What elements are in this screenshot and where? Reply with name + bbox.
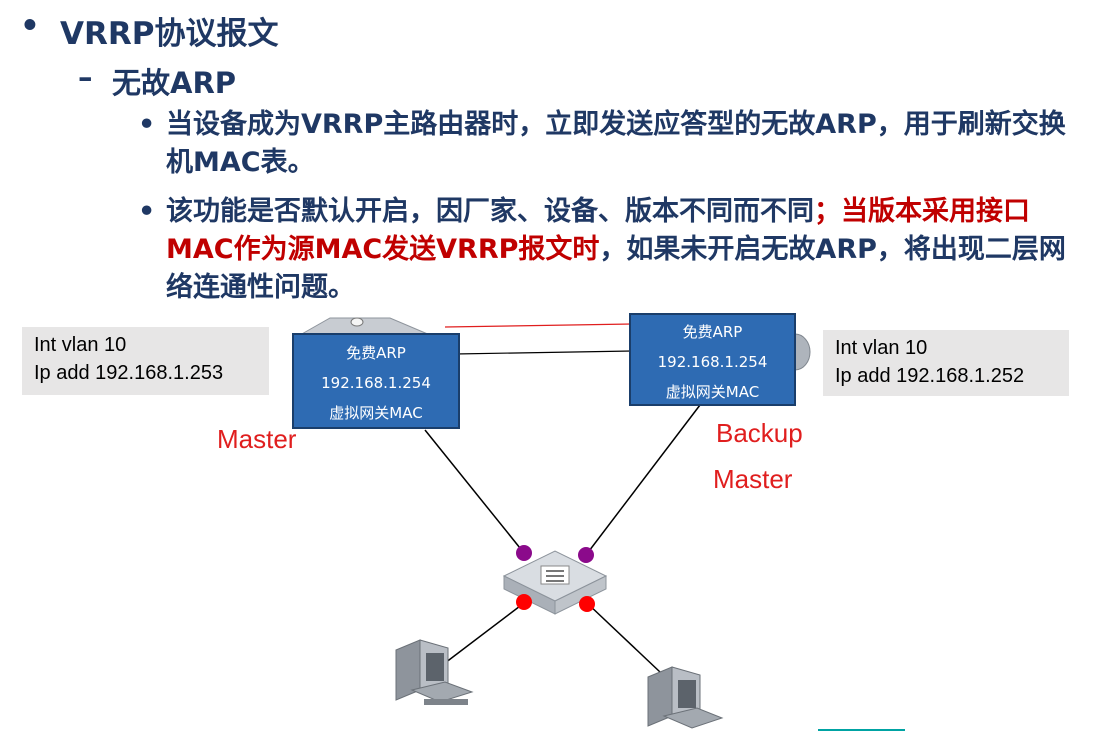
right-router-vip: 192.168.1.254 xyxy=(657,353,768,371)
right-config-line1: Int vlan 10 xyxy=(835,337,928,359)
left-router-vmac: 虚拟网关MAC xyxy=(329,404,423,422)
bullet-marker: • xyxy=(20,8,40,44)
left-router-box: 免费ARP 192.168.1.254 虚拟网关MAC xyxy=(292,333,460,429)
left-role-label: Master xyxy=(217,424,297,454)
port-purple-right xyxy=(578,547,594,563)
bullet-item-2-text: 该功能是否默认开启，因厂家、设备、版本不同而不同；当版本采用接口MAC作为源MA… xyxy=(166,193,1071,307)
left-router-vip: 192.168.1.254 xyxy=(321,374,431,392)
right-router-box: 免费ARP 192.168.1.254 虚拟网关MAC xyxy=(629,313,796,406)
right-pc-icon xyxy=(647,666,724,729)
bullet-item-2-part1: 该功能是否默认开启，因厂家、设备、版本不同而不同 xyxy=(166,196,814,227)
left-config-box: Int vlan 10 Ip add 192.168.1.253 xyxy=(22,327,269,395)
subheading-gratuitous-arp: 无故ARP xyxy=(112,66,237,100)
left-router-icon xyxy=(298,317,431,336)
port-red-left xyxy=(516,594,532,610)
left-router-garp: 免费ARP xyxy=(346,344,406,362)
right-config-box: Int vlan 10 Ip add 192.168.1.252 xyxy=(823,330,1069,396)
right-router-garp: 免费ARP xyxy=(682,323,743,341)
right-role-master-label: Master xyxy=(713,464,793,494)
switch-icon xyxy=(502,550,608,615)
heartbeat-link xyxy=(444,323,633,328)
left-config-line1: Int vlan 10 xyxy=(34,334,127,356)
heading-vrrp-packets: VRRP协议报文 xyxy=(60,16,279,52)
right-config-line2: Ip add 192.168.1.252 xyxy=(835,365,1025,387)
port-purple-left xyxy=(516,545,532,561)
bullet-dash: – xyxy=(78,60,93,94)
right-downlink xyxy=(586,602,661,673)
bullet-item-2-highlight: ；当版本采用接口MAC作为源MAC发送VRRP报文时 xyxy=(166,196,1030,265)
bullet-marker: • xyxy=(138,196,156,227)
bullet-marker: • xyxy=(138,109,156,140)
right-role-backup-label: Backup xyxy=(716,418,803,448)
right-uplink xyxy=(585,404,701,556)
left-config-line2: Ip add 192.168.1.253 xyxy=(34,362,224,384)
bullet-item-1-text: 当设备成为VRRP主路由器时，立即发送应答型的无故ARP，用于刷新交换机MAC表… xyxy=(166,109,1066,178)
left-downlink xyxy=(444,602,525,664)
left-pc-icon xyxy=(395,639,474,705)
router-link xyxy=(454,350,633,355)
left-uplink xyxy=(424,429,525,554)
right-router-vmac: 虚拟网关MAC xyxy=(665,383,760,401)
port-red-right xyxy=(579,596,595,612)
bullet-item-2-part2: ，如果未开启无故ARP，将出现二层网络连通性问题。 xyxy=(166,234,1066,303)
